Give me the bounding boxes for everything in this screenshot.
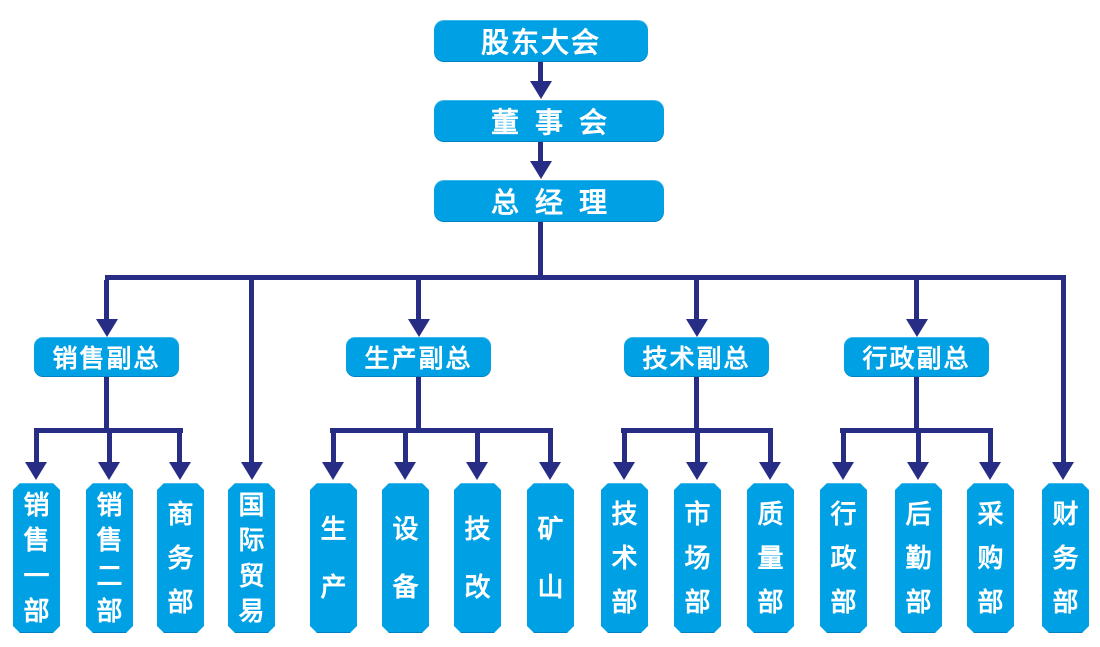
edge-trunk-production-vp-line — [416, 280, 421, 320]
node-purchasing-dept: 采购部 — [967, 483, 1014, 633]
sales-vp-stem — [104, 377, 109, 432]
node-logistics-dept: 后勤部 — [895, 483, 942, 633]
node-shareholders-meeting: 股东大会 — [434, 20, 648, 62]
edge-trunk-admin-vp-line — [914, 280, 919, 320]
edge-admin-purchasing-line — [988, 428, 993, 462]
edge-tech-quality-line — [768, 428, 773, 462]
production-vp-stem — [416, 377, 421, 432]
edge-prod-techreform-line — [475, 428, 480, 462]
edge-tech-quality-arrow-icon — [759, 462, 781, 480]
edge-trunk-technical-vp-line — [694, 280, 699, 320]
edge-admin-purchasing-arrow-icon — [979, 462, 1001, 480]
node-sales-dept-2: 销售二部 — [86, 483, 133, 633]
node-market-dept: 市场部 — [674, 483, 721, 633]
node-production-vp: 生产副总 — [346, 337, 491, 377]
node-general-manager: 总经理 — [434, 180, 664, 222]
node-technical-dept: 技术部 — [601, 483, 648, 633]
edge-sales-dept1-arrow-icon — [25, 462, 47, 480]
edge-board-gm-arrow-icon — [530, 161, 552, 179]
node-intl-trade: 国际贸易 — [228, 483, 275, 633]
edge-tech-techdept-arrow-icon — [613, 462, 635, 480]
edge-trunk-admin-vp-arrow-icon — [906, 319, 928, 337]
edge-sales-dept1-line — [34, 428, 39, 462]
node-tech-reform: 技改 — [454, 483, 501, 633]
edge-prod-mine-line — [548, 428, 553, 462]
edge-prod-mine-arrow-icon — [539, 462, 561, 480]
node-admin-dept: 行政部 — [820, 483, 867, 633]
edge-trunk-intl-trade-arrow-icon — [241, 462, 263, 480]
edge-prod-equipment-line — [403, 428, 408, 462]
edge-board-gm-line — [538, 142, 543, 162]
edge-prod-equipment-arrow-icon — [394, 462, 416, 480]
edge-prod-production-line — [331, 428, 336, 462]
edge-gm-trunk-stem — [538, 222, 543, 280]
edge-sales-commerce-arrow-icon — [169, 462, 191, 480]
node-commerce-dept: 商务部 — [157, 483, 204, 633]
edge-admin-logistics-arrow-icon — [907, 462, 929, 480]
edge-admin-admindept-arrow-icon — [832, 462, 854, 480]
trunk-line — [105, 275, 1066, 280]
edge-trunk-technical-vp-arrow-icon — [686, 319, 708, 337]
edge-trunk-sales-vp-line — [104, 280, 109, 320]
edge-tech-market-arrow-icon — [686, 462, 708, 480]
node-mine: 矿山 — [527, 483, 574, 633]
node-sales-dept-1: 销售一部 — [13, 483, 60, 633]
edge-admin-admindept-line — [841, 428, 846, 462]
admin-vp-stem — [914, 377, 919, 432]
production-group-bar — [330, 428, 552, 433]
node-equipment: 设备 — [382, 483, 429, 633]
edge-trunk-finance-line — [1061, 280, 1066, 462]
edge-trunk-sales-vp-arrow-icon — [96, 319, 118, 337]
edge-admin-logistics-line — [916, 428, 921, 462]
edge-sales-dept2-arrow-icon — [98, 462, 120, 480]
edge-trunk-production-vp-arrow-icon — [408, 319, 430, 337]
edge-prod-techreform-arrow-icon — [466, 462, 488, 480]
edge-sales-commerce-line — [177, 428, 182, 462]
node-board-of-directors: 董事会 — [434, 100, 664, 142]
edge-tech-market-line — [695, 428, 700, 462]
node-finance-dept: 财务部 — [1042, 483, 1089, 633]
node-sales-vp: 销售副总 — [34, 337, 179, 377]
edge-tech-techdept-line — [622, 428, 627, 462]
edge-prod-production-arrow-icon — [322, 462, 344, 480]
edge-trunk-finance-arrow-icon — [1052, 462, 1074, 480]
node-technical-vp: 技术副总 — [624, 337, 769, 377]
edge-shareholders-board-arrow-icon — [530, 81, 552, 99]
technical-vp-stem — [694, 377, 699, 432]
edge-trunk-intl-trade-line — [249, 280, 254, 462]
node-quality-dept: 质量部 — [747, 483, 794, 633]
edge-shareholders-board-line — [538, 62, 543, 82]
node-admin-vp: 行政副总 — [844, 337, 989, 377]
edge-sales-dept2-line — [107, 428, 112, 462]
node-production: 生产 — [310, 483, 357, 633]
